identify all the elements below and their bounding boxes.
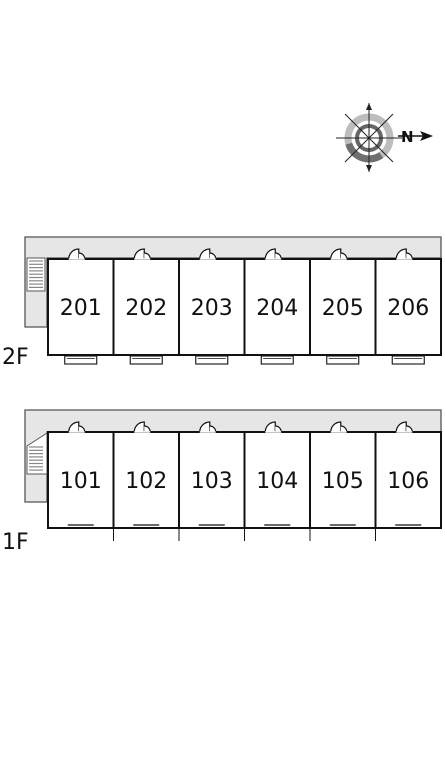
- floor-2f-plan: 201 202 203 204 205 206 2F: [2, 236, 442, 370]
- unit-number-label: 201: [60, 296, 102, 321]
- staircase-1f-icon: [26, 432, 48, 475]
- door-icon: [133, 421, 151, 433]
- unit-number-label: 105: [322, 469, 364, 494]
- unit-number-label: 106: [387, 469, 429, 494]
- unit-number-label: 104: [256, 469, 298, 494]
- unit-number-label: 205: [322, 296, 364, 321]
- staircase-2f-icon: [26, 257, 46, 292]
- unit-room: [112, 431, 180, 529]
- door-icon: [68, 248, 86, 260]
- unit-number-label: 203: [191, 296, 233, 321]
- door-icon: [330, 248, 348, 260]
- north-label: N: [401, 128, 414, 146]
- unit-202[interactable]: 202: [112, 248, 180, 365]
- unit-101[interactable]: 101: [47, 421, 115, 529]
- balcony-icon: [391, 355, 425, 365]
- balcony-icon: [129, 355, 163, 365]
- unit-number-label: 206: [387, 296, 429, 321]
- balcony-icon: [195, 355, 229, 365]
- door-icon: [395, 421, 413, 433]
- unit-106[interactable]: 106: [374, 421, 442, 541]
- door-icon: [264, 248, 282, 260]
- compass-icon: N: [336, 103, 433, 172]
- door-icon: [133, 248, 151, 260]
- compass-axis-diagonal: [344, 113, 394, 163]
- unit-102[interactable]: 102: [112, 421, 180, 541]
- balcony-icon: [260, 355, 294, 365]
- door-icon: [199, 248, 217, 260]
- unit-room: [47, 431, 115, 529]
- unit-room: [178, 258, 246, 356]
- unit-104[interactable]: 104: [243, 421, 311, 541]
- floor-1f-plan: 101 102 103 104 105 106 1F: [2, 409, 442, 555]
- door-icon: [330, 421, 348, 433]
- unit-203[interactable]: 203: [178, 248, 246, 365]
- unit-number-label: 103: [191, 469, 233, 494]
- unit-number-label: 202: [125, 296, 167, 321]
- unit-105[interactable]: 105: [309, 421, 377, 541]
- unit-103[interactable]: 103: [178, 421, 246, 541]
- door-icon: [68, 421, 86, 433]
- unit-number-label: 102: [125, 469, 167, 494]
- north-arrow-head-icon: [420, 131, 433, 141]
- floor-label-1f: 1F: [2, 530, 29, 555]
- units-1f: 101 102 103 104 105 106: [47, 421, 442, 541]
- balcony-icon: [64, 355, 98, 365]
- compass-tip: [366, 103, 372, 110]
- unit-room: [47, 258, 115, 356]
- units-2f: 201 202 203 204 205 206: [47, 248, 442, 365]
- door-icon: [395, 248, 413, 260]
- unit-204[interactable]: 204: [243, 248, 311, 365]
- unit-room: [178, 431, 246, 529]
- unit-205[interactable]: 205: [309, 248, 377, 365]
- unit-number-label: 204: [256, 296, 298, 321]
- unit-number-label: 101: [60, 469, 102, 494]
- balcony-icon: [326, 355, 360, 365]
- floor-label-2f: 2F: [2, 345, 29, 370]
- unit-room: [374, 258, 442, 356]
- door-icon: [264, 421, 282, 433]
- door-icon: [199, 421, 217, 433]
- unit-room: [309, 258, 377, 356]
- compass-tip: [366, 165, 372, 172]
- unit-room: [243, 258, 311, 356]
- unit-201[interactable]: 201: [47, 248, 115, 365]
- unit-206[interactable]: 206: [374, 248, 442, 365]
